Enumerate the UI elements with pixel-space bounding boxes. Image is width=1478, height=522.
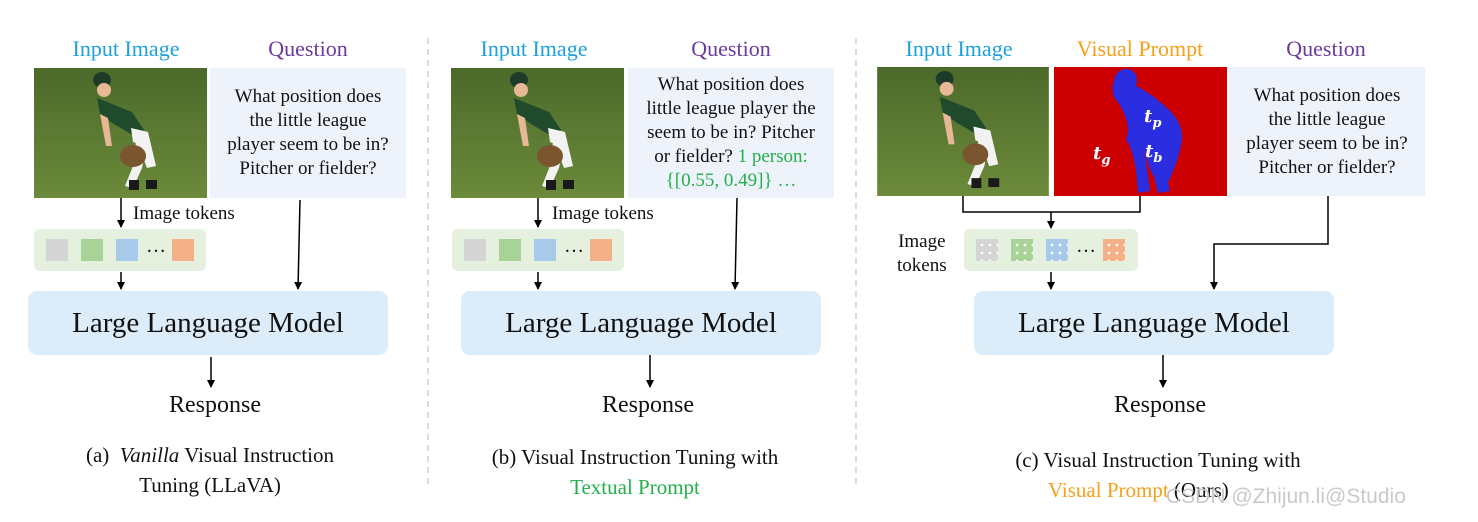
question-label: Question	[268, 36, 348, 61]
image-token-bar: …	[452, 229, 624, 271]
textual-prompt-coords: {[0.55, 0.49]} …	[665, 170, 797, 191]
question-text: or fielder?	[654, 146, 733, 167]
caption-line-2: Tuning (LLaVA)	[139, 473, 281, 497]
image-token	[1011, 239, 1033, 261]
llm-label: Large Language Model	[72, 306, 344, 339]
label-tg: tg	[1093, 143, 1110, 168]
question-box: What position does the little league pla…	[210, 68, 406, 198]
caption-line-1: (a) Vanilla Visual Instruction	[20, 440, 400, 470]
input-image-label: Input Image	[72, 36, 180, 61]
question-line: or fielder? 1 person:	[646, 145, 815, 169]
image-tokens-label-line-1: Image	[898, 231, 946, 252]
response-label: Response	[602, 392, 694, 418]
caption-line-2: Textual Prompt	[570, 475, 700, 499]
image-tokens-label-line-2: tokens	[897, 255, 947, 276]
token-ellipsis: …	[564, 235, 584, 257]
token-ellipsis: …	[1076, 235, 1096, 257]
image-token-bar: …	[34, 229, 206, 271]
label-tp: tp	[1144, 106, 1161, 131]
arrow-question-to-llm-b	[731, 197, 740, 290]
image-token	[46, 239, 68, 261]
question-line: seem to be in? Pitcher	[647, 122, 815, 143]
caption-a: (a) Vanilla Visual Instruction Tuning (L…	[20, 440, 400, 500]
caption-line-2: Visual Prompt (Ours)	[962, 475, 1354, 505]
image-token	[534, 239, 556, 261]
visual-prompt-mask: tp tb tg	[1054, 67, 1227, 196]
token-ellipsis: …	[146, 235, 166, 257]
caption-c: (c) Visual Instruction Tuning with Visua…	[962, 445, 1354, 505]
llm-box: Large Language Model	[28, 291, 388, 355]
label-tb: tb	[1145, 141, 1162, 166]
response-label: Response	[1114, 392, 1206, 418]
question-box: What position does little league player …	[628, 68, 834, 198]
input-image-label: Input Image	[905, 36, 1013, 61]
textual-prompt-text: 1 person:	[737, 146, 808, 167]
caption-ours: (Ours)	[1173, 478, 1229, 502]
question-line: the little league	[249, 110, 367, 131]
caption-rest: Visual Instruction	[184, 443, 334, 467]
question-line: player seem to be in?	[227, 134, 389, 155]
question-label: Question	[1286, 36, 1366, 61]
response-label: Response	[169, 392, 261, 418]
image-tokens-label: Image tokens	[552, 203, 654, 224]
question-line: little league player the	[646, 98, 816, 119]
arrow-question-to-llm-c	[1210, 196, 1329, 290]
arrow-question-to-llm-a	[294, 199, 303, 290]
visual-prompt-label: Visual Prompt	[1076, 36, 1204, 61]
input-image-baseball-player	[876, 67, 1050, 196]
image-token	[172, 239, 194, 261]
image-tokens-label: Image tokens	[897, 230, 947, 278]
question-line: Pitcher or fielder?	[1258, 156, 1396, 178]
bracket-image-and-mask	[962, 196, 1141, 213]
input-image-baseball-player	[34, 68, 207, 198]
caption-italic: Vanilla	[119, 443, 180, 467]
llm-box: Large Language Model	[461, 291, 821, 355]
image-token	[81, 239, 103, 261]
image-token	[1103, 239, 1125, 261]
person-silhouette	[1112, 69, 1182, 193]
caption-line-1: (c) Visual Instruction Tuning with	[1015, 448, 1301, 472]
image-token-bar: …	[964, 229, 1138, 271]
image-token	[464, 239, 486, 261]
question-line: Pitcher or fielder?	[239, 158, 377, 179]
question-box: What position does the little league pla…	[1229, 67, 1425, 196]
llm-box: Large Language Model	[974, 291, 1334, 355]
caption-line-1: (b) Visual Instruction Tuning with	[491, 445, 779, 469]
image-tokens-label: Image tokens	[133, 203, 235, 224]
image-token	[116, 239, 138, 261]
question-label: Question	[691, 36, 771, 61]
image-token	[1046, 239, 1068, 261]
question-line: the little league	[1268, 108, 1386, 130]
watermark: CSDN @Zhijun.li@Studio	[1166, 485, 1406, 508]
question-line: What position does	[657, 74, 805, 95]
question-line: What position does	[1253, 84, 1401, 106]
question-line: What position does	[234, 86, 382, 107]
input-image-label: Input Image	[480, 36, 588, 61]
caption-visual-prompt: Visual Prompt	[1048, 478, 1169, 502]
caption-prefix: (a)	[85, 443, 110, 467]
caption-b: (b) Visual Instruction Tuning with Textu…	[440, 442, 830, 502]
image-token	[499, 239, 521, 261]
llm-label: Large Language Model	[1018, 306, 1290, 339]
image-token	[590, 239, 612, 261]
llm-label: Large Language Model	[505, 306, 777, 339]
input-image-baseball-player	[451, 68, 624, 198]
question-line: player seem to be in?	[1246, 132, 1408, 154]
image-token	[976, 239, 998, 261]
